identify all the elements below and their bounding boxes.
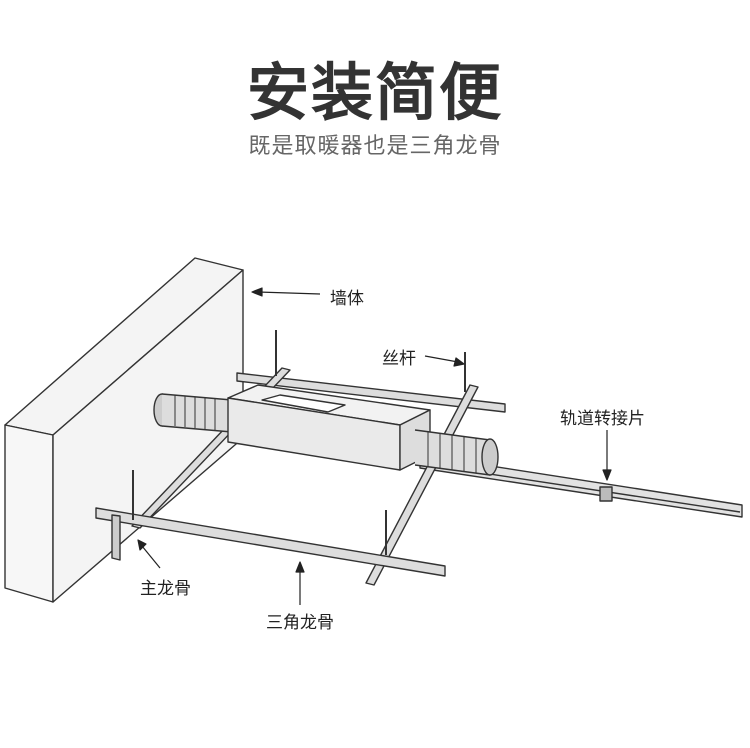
page-title: 安装简便	[246, 56, 503, 129]
label-threaded-rod: 丝杆	[382, 349, 416, 369]
back-main-keel	[236, 372, 506, 413]
threaded-rods	[132, 330, 466, 555]
pointer-arrows	[137, 287, 612, 605]
label-wall: 墙体	[330, 289, 364, 309]
label-main-keel: 主龙骨	[140, 579, 191, 599]
duct-right	[414, 429, 499, 476]
page-subtitle: 既是取暖器也是三角龙骨	[248, 134, 502, 159]
heater-unit	[153, 384, 499, 476]
rail-adapter-plate	[599, 486, 613, 502]
label-rail-adapter: 轨道转接片	[560, 409, 645, 429]
label-triangle-keel: 三角龙骨	[266, 613, 334, 633]
duct-left	[153, 393, 233, 433]
front-main-keel	[95, 507, 446, 577]
